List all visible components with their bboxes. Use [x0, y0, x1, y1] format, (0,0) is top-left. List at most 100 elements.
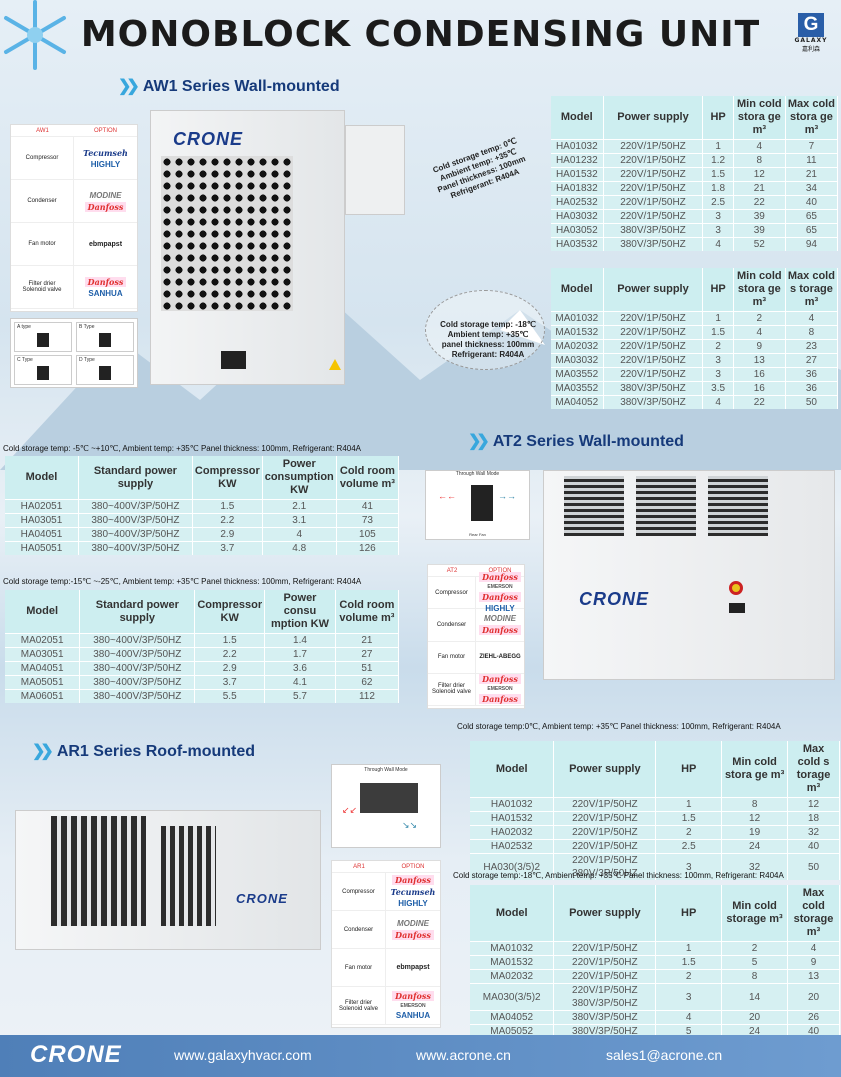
options-row-label: Compressor: [11, 137, 74, 179]
footer-website-acrone[interactable]: www.acrone.cn: [416, 1047, 511, 1063]
options-header-cell: OPTION: [386, 861, 440, 873]
table-cell: MA02032: [551, 339, 604, 354]
table-cell: 5: [721, 955, 788, 970]
table-cell: 5: [655, 1024, 723, 1038]
table-cell: 2.2: [192, 513, 263, 528]
options-header-cell: AR1: [332, 861, 386, 873]
brand-logo: EMERSON: [487, 584, 513, 591]
column-header: HP: [655, 885, 723, 942]
table-cell: 52: [733, 237, 786, 251]
galaxy-logo-mark: G: [798, 13, 824, 37]
section-aw1-title: AW1 Series Wall-mounted: [142, 78, 340, 95]
table-cell: 51: [335, 661, 400, 676]
table-cell: 3.7: [192, 541, 263, 555]
at2-condition-2: Cold storage temp:-15℃ ~-25℃, Ambient te…: [3, 577, 362, 586]
footer-email[interactable]: sales1@acrone.cn: [606, 1047, 723, 1063]
table-cell: 2.2: [194, 647, 266, 662]
table-cell: 13: [733, 353, 786, 368]
table-cell: 380V/3P/50HZ: [603, 381, 704, 396]
table-cell: 3.5: [702, 381, 734, 396]
brand-logo: MODINE: [89, 190, 122, 200]
column-header: Max cold storage m³: [787, 885, 840, 942]
table-cell: HA03052: [551, 223, 604, 238]
brand-logo: Danfoss: [479, 625, 521, 636]
table-cell: 2.5: [655, 839, 723, 854]
table-cell: 2: [733, 311, 786, 326]
ar1-diagram-title: Through Wall Mode: [364, 767, 408, 773]
at2-condition-1: Cold storage temp: -5℃ ~+10℃, Ambient te…: [3, 444, 362, 453]
table-cell: 9: [787, 955, 840, 970]
column-header: Max cold s torage m³: [785, 268, 839, 312]
table-cell: 21: [733, 181, 786, 196]
column-header: HP: [702, 268, 734, 312]
footer-logo: CRONE: [30, 1041, 122, 1068]
table-cell: 2.5: [702, 195, 734, 210]
column-header: Model: [551, 96, 604, 140]
table-cell: 1: [655, 941, 723, 956]
table-cell: 20: [721, 1010, 788, 1025]
table-cell: MA04052: [470, 1010, 555, 1025]
table-cell: 220V/1P/50HZ: [603, 339, 704, 354]
table-cell: 1.5: [702, 167, 734, 182]
table-cell: 16: [733, 367, 786, 382]
table-cell: 220V/1P/50HZ: [553, 811, 657, 826]
table-cell: 23: [785, 339, 839, 354]
ar1-condition-2: Cold storage temp:-18℃, Ambient temp: +3…: [453, 871, 784, 880]
options-row-label: Compressor: [332, 873, 386, 910]
options-row-label: Condenser: [11, 180, 74, 222]
table-cell: 126: [336, 541, 400, 555]
table-cell: HA02532: [551, 195, 604, 210]
table-cell: 7: [785, 139, 839, 154]
options-header-cell: AW1: [11, 125, 74, 137]
table-cell: 1.5: [655, 955, 723, 970]
table-cell: 220V/1P/50HZ: [603, 353, 704, 368]
column-header: Model: [5, 456, 79, 500]
options-header-cell: AT2: [428, 565, 476, 577]
table-cell: 65: [785, 209, 839, 224]
table-cell: 39: [733, 209, 786, 224]
fan-type-a-label: A type: [17, 324, 31, 330]
table-cell: HA04051: [5, 527, 79, 542]
footer-website-galaxy[interactable]: www.galaxyhvacr.com: [174, 1047, 312, 1063]
brand-logo: Tecumseh: [83, 147, 128, 158]
column-header: Min cold storage m³: [721, 885, 788, 942]
table-cell: 26: [787, 1010, 840, 1025]
table-cell: 5.7: [264, 689, 336, 703]
ar1-diagram-unit: [360, 783, 418, 813]
table-cell: 14: [721, 983, 788, 1011]
warning-icon: [329, 359, 341, 370]
column-header: Power consumption KW: [262, 456, 337, 500]
power-switch-icon: [729, 581, 743, 595]
options-brands: ebmpapst: [74, 223, 137, 265]
table-cell: 4.1: [264, 675, 336, 690]
note2-line: Cold storage temp: -18℃: [440, 320, 536, 329]
options-brands: ZIEHL-ABEGG: [476, 642, 524, 673]
brand-logo: HIGHLY: [90, 159, 121, 169]
table-cell: 41: [336, 499, 400, 514]
brand-logo: Danfoss: [479, 674, 521, 685]
brand-logo: Danfoss: [84, 201, 127, 212]
table-cell: 3: [702, 209, 734, 224]
table-cell: 40: [787, 1024, 840, 1038]
brand-logo: HIGHLY: [398, 899, 428, 908]
table-cell: 380~400V/3P/50HZ: [79, 689, 196, 703]
table-cell: 36: [785, 367, 839, 382]
table-cell: 9: [733, 339, 786, 354]
